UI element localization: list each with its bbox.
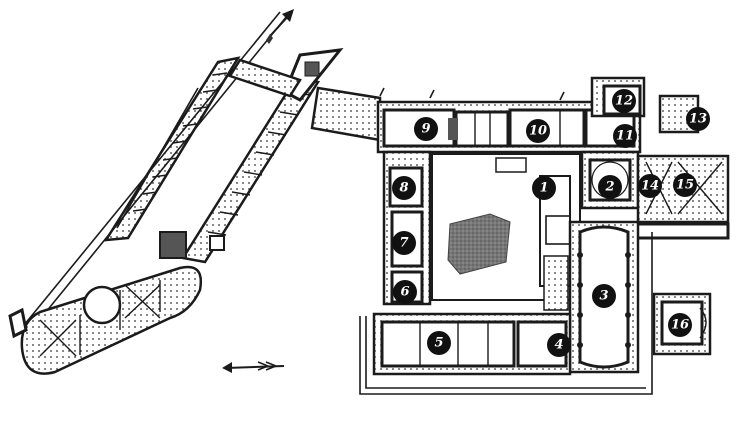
- room-marker-9: 9: [414, 117, 438, 141]
- room-marker-label: 1: [539, 181, 548, 196]
- room-marker-label: 15: [676, 178, 694, 193]
- room-marker-label: 13: [689, 112, 707, 127]
- room-marker-label: 3: [599, 289, 608, 304]
- room-marker-10: 10: [526, 119, 550, 143]
- room-marker-3: 3: [592, 284, 616, 308]
- room-marker-label: 9: [421, 122, 430, 137]
- oval-chapel: [8, 265, 203, 375]
- room-marker-label: 8: [399, 181, 408, 196]
- room-marker-label: 10: [529, 124, 547, 139]
- southeast-annex: [652, 292, 712, 356]
- diagonal-gallery: [19, 11, 344, 335]
- room-marker-label: 14: [641, 179, 659, 194]
- room-marker-5: 5: [427, 331, 451, 355]
- room-marker-label: 12: [615, 94, 633, 109]
- room-marker-label: 2: [604, 180, 614, 195]
- room-marker-label: 6: [400, 285, 409, 300]
- room-marker-16: 16: [668, 313, 692, 337]
- room-marker-11: 11: [613, 124, 637, 148]
- room-marker-6: 6: [393, 280, 417, 304]
- room-marker-label: 7: [399, 236, 408, 251]
- room-marker-label: 16: [671, 318, 689, 333]
- room-marker-label: 4: [554, 338, 563, 353]
- room-marker-label: 5: [434, 336, 443, 351]
- room-marker-12: 12: [612, 89, 636, 113]
- room-marker-2: 2: [598, 175, 622, 199]
- room-marker-1: 1: [532, 176, 556, 200]
- room-marker-8: 8: [392, 176, 416, 200]
- arrow-icon: [222, 361, 285, 373]
- room-marker-13: 13: [686, 107, 710, 131]
- room-marker-14: 14: [638, 174, 662, 198]
- church-block: [545, 215, 640, 374]
- courtyard-block: [382, 150, 730, 311]
- connecting-passage: [310, 86, 382, 142]
- arrow-icon: [266, 9, 294, 44]
- room-marker-7: 7: [392, 231, 416, 255]
- room-marker-label: 11: [616, 129, 634, 144]
- courtyard-feature: [447, 213, 511, 275]
- room-marker-15: 15: [673, 173, 697, 197]
- room-marker-4: 4: [547, 333, 571, 357]
